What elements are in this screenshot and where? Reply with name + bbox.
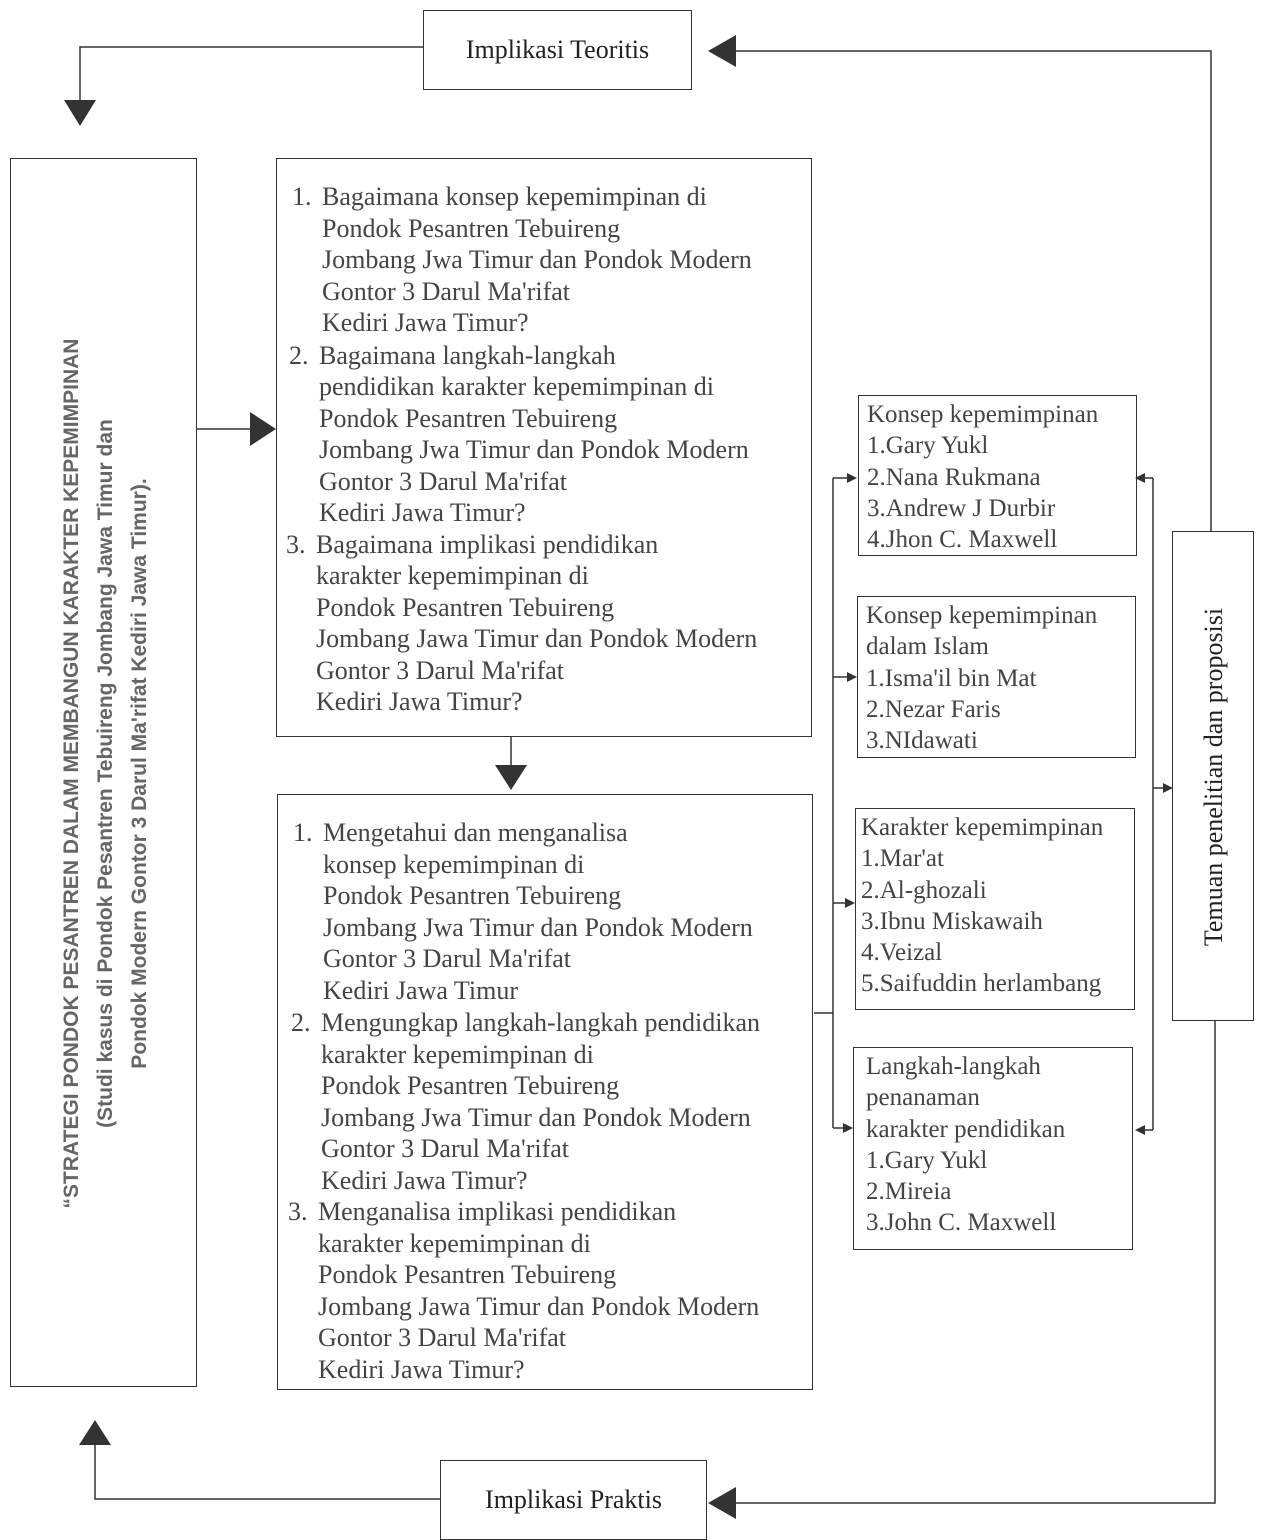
research-questions-box: 1. Bagaimana konsep kepemimpinan di Pond… <box>276 158 812 737</box>
theory-line: 3.Andrew J Durbir <box>867 494 1056 522</box>
implikasi-praktis-label: Implikasi Praktis <box>485 1485 662 1514</box>
theory-box-langkah-penanaman: Langkah-langkah penanaman karakter pendi… <box>853 1047 1133 1250</box>
arrowhead-questions <box>250 412 276 446</box>
research-questions-list: 1. Bagaimana konsep kepemimpinan di Pond… <box>286 181 757 718</box>
item-number: 1. <box>292 182 312 211</box>
theory-line: 2.Nana Rukmana <box>867 463 1041 491</box>
research-objectives-box: 1. Mengetahui dan menganalisa konsep kep… <box>277 794 813 1390</box>
theory-line: 3.Ibnu Miskawaih <box>861 907 1043 935</box>
item-number: 1. <box>293 818 313 847</box>
theory-line: 4.Jhon C. Maxwell <box>867 526 1058 554</box>
item-number: 3. <box>288 1197 308 1226</box>
item-text: Mengetahui dan menganalisa konsep kepemi… <box>323 818 753 1005</box>
arrowhead-objectives <box>495 765 527 790</box>
item-text: Bagaimana implikasi pendidikan karakter … <box>316 529 758 717</box>
theory-line: 1.Isma'il bin Mat <box>866 664 1037 692</box>
theory-line: dalam Islam <box>866 633 989 661</box>
connector-temuan-to-teoritis <box>736 50 1212 531</box>
theory-box-konsep-kepemimpinan-islam: Konsep kepemimpinan dalam Islam 1.Isma'i… <box>857 596 1136 758</box>
theory-line: penanaman <box>866 1084 980 1112</box>
research-question-item: 1. Bagaimana konsep kepemimpinan di Pond… <box>292 181 757 339</box>
theory-line: 1.Gary Yukl <box>867 432 989 460</box>
item-number: 2. <box>291 1008 311 1037</box>
title-text: “STRATEGI PONDOK PESANTREN DALAM MEMBANG… <box>11 159 198 1388</box>
theory-line: 5.Saifuddin herlambang <box>861 970 1102 998</box>
connector-praktis-to-title <box>94 1445 440 1500</box>
implikasi-teoritis-label: Implikasi Teoritis <box>465 35 650 64</box>
theory-line: 2.Mireia <box>866 1178 952 1206</box>
title-line-3: Pondok Modern Gontor 3 Darul Ma'rifat Ke… <box>128 478 151 1069</box>
connector-teoritis-to-title <box>79 46 423 100</box>
temuan-label: Temuan penelitian dan proposisi <box>1199 607 1228 947</box>
research-question-item: 2. Bagaimana langkah-langkah pendidikan … <box>289 340 757 529</box>
theory-line: 3.John C. Maxwell <box>866 1209 1057 1237</box>
connector-temuan-to-praktis <box>736 1021 1216 1504</box>
theory-line: Konsep kepemimpinan <box>867 401 1099 428</box>
theory-line: 1.Mar'at <box>861 845 944 873</box>
title-line-2: (Studi kasus di Pondok Pesantren Tebuire… <box>94 419 117 1128</box>
theory-box-karakter-kepemimpinan: Karakter kepemimpinan 1.Mar'at 2.Al-ghoz… <box>855 808 1135 1010</box>
theory-line: 1.Gary Yukl <box>866 1146 988 1174</box>
theory-box-konsep-kepemimpinan: Konsep kepemimpinan 1.Gary Yukl 2.Nana R… <box>858 395 1137 556</box>
implikasi-praktis-box: Implikasi Praktis <box>440 1460 707 1540</box>
research-objective-item: 2. Mengungkap langkah-langkah pendidikan… <box>291 1007 760 1196</box>
item-text: Mengungkap langkah-langkah pendidikan ka… <box>321 1008 760 1195</box>
item-text: Bagaimana konsep kepemimpinan di Pondok … <box>322 182 752 337</box>
research-objective-item: 3. Menganalisa implikasi pendidikan kara… <box>288 1196 760 1385</box>
arrowhead-title-top <box>64 100 96 126</box>
theory-line: Konsep kepemimpinan <box>866 602 1098 629</box>
item-text: Menganalisa implikasi pendidikan karakte… <box>318 1197 760 1384</box>
theory-line: Langkah-langkah <box>866 1053 1041 1080</box>
item-number: 3. <box>286 529 306 559</box>
research-question-item: 3. Bagaimana implikasi pendidikan karakt… <box>286 529 758 718</box>
arrowhead-praktis <box>708 1487 736 1519</box>
research-objective-item: 1. Mengetahui dan menganalisa konsep kep… <box>293 817 760 1006</box>
title-box: “STRATEGI PONDOK PESANTREN DALAM MEMBANG… <box>10 158 197 1387</box>
title-line-1: “STRATEGI PONDOK PESANTREN DALAM MEMBANG… <box>60 338 83 1209</box>
arrowhead-title-bottom <box>79 1420 111 1445</box>
temuan-box: Temuan penelitian dan proposisi <box>1172 531 1254 1021</box>
arrowhead-teoritis <box>708 35 736 67</box>
item-number: 2. <box>289 340 309 370</box>
theory-line: karakter pendidikan <box>866 1115 1066 1143</box>
theory-line: 2.Al-ghozali <box>861 876 987 904</box>
research-objectives-list: 1. Mengetahui dan menganalisa konsep kep… <box>288 817 760 1385</box>
theory-line: 2.Nezar Faris <box>866 695 1001 723</box>
item-text: Bagaimana langkah-langkah pendidikan kar… <box>319 340 749 528</box>
theory-line: Karakter kepemimpinan <box>861 814 1104 841</box>
theory-line: 4.Veizal <box>861 939 943 967</box>
implikasi-teoritis-box: Implikasi Teoritis <box>423 10 692 90</box>
theory-line: 3.NIdawati <box>866 727 978 755</box>
